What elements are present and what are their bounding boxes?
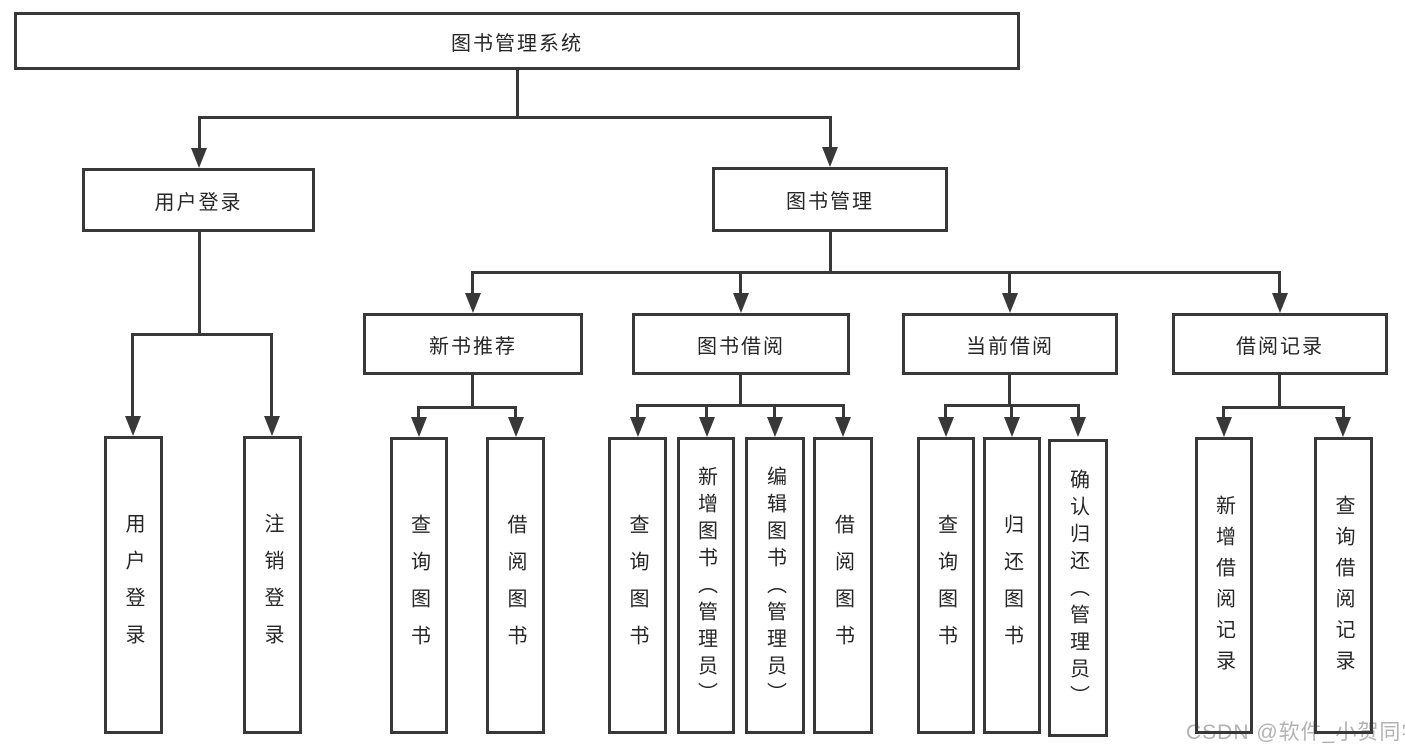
connector	[514, 406, 517, 417]
node-current-borrow: 当前借阅	[902, 313, 1118, 375]
leaf-query-books-1: 查询图书	[390, 437, 448, 734]
connector	[705, 404, 708, 417]
connector	[842, 404, 845, 417]
arrowhead-icon	[938, 417, 954, 437]
arrowhead-icon	[508, 417, 524, 437]
node-new-book-recommend: 新书推荐	[363, 313, 583, 375]
connector	[198, 116, 832, 119]
connector	[829, 116, 832, 147]
connector	[739, 271, 742, 293]
connector	[944, 404, 947, 417]
arrowhead-icon	[767, 417, 783, 437]
connector	[198, 116, 201, 148]
leaf-edit-books-admin: 编辑图书（管理员）	[745, 437, 805, 734]
arrowhead-icon	[1070, 417, 1086, 437]
arrowhead-icon	[411, 417, 427, 437]
connector	[1278, 271, 1281, 293]
node-borrow-records: 借阅记录	[1172, 313, 1388, 375]
connector	[471, 271, 1281, 274]
connector	[739, 375, 742, 406]
leaf-add-books-admin: 新增图书（管理员）	[677, 437, 735, 734]
connector	[1342, 406, 1345, 417]
connector	[417, 406, 420, 417]
node-user-login: 用户登录	[82, 168, 315, 232]
connector	[131, 333, 273, 336]
connector	[1077, 404, 1080, 417]
arrowhead-icon	[699, 417, 715, 437]
connector	[417, 406, 517, 409]
leaf-query-books-3: 查询图书	[917, 437, 975, 734]
leaf-query-books-2: 查询图书	[608, 437, 667, 734]
connector	[1278, 375, 1281, 408]
arrowhead-icon	[1216, 417, 1232, 437]
arrowhead-icon	[630, 417, 646, 437]
connector	[198, 232, 201, 335]
connector	[131, 333, 134, 416]
connector	[270, 333, 273, 416]
connector	[829, 232, 832, 273]
connector	[636, 404, 845, 407]
arrowhead-icon	[1335, 417, 1351, 437]
connector	[636, 404, 639, 417]
leaf-user-login: 用户登录	[104, 436, 163, 734]
arrowhead-icon	[1004, 417, 1020, 437]
leaf-confirm-return-admin: 确认归还（管理员）	[1048, 439, 1108, 737]
leaf-logout: 注销登录	[243, 436, 302, 734]
arrowhead-icon	[1272, 293, 1288, 313]
node-book-borrow: 图书借阅	[632, 313, 850, 375]
leaf-add-borrow-record: 新增借阅记录	[1195, 437, 1253, 734]
leaf-query-borrow-record: 查询借阅记录	[1314, 437, 1373, 734]
connector	[773, 404, 776, 417]
connector	[1010, 404, 1013, 417]
arrowhead-icon	[733, 293, 749, 313]
connector	[471, 375, 474, 408]
connector	[1008, 375, 1011, 406]
arrowhead-icon	[191, 148, 207, 168]
arrowhead-icon	[264, 416, 280, 436]
leaf-borrow-books-1: 借阅图书	[486, 437, 545, 734]
leaf-return-books: 归还图书	[983, 437, 1041, 734]
arrowhead-icon	[465, 293, 481, 313]
connector	[516, 70, 519, 118]
connector	[1008, 271, 1011, 293]
arrowhead-icon	[822, 147, 838, 167]
leaf-borrow-books-2: 借阅图书	[813, 437, 873, 734]
connector	[1222, 406, 1225, 417]
arrowhead-icon	[835, 417, 851, 437]
connector	[1222, 406, 1345, 409]
node-root: 图书管理系统	[14, 12, 1020, 70]
connector	[471, 271, 474, 293]
arrowhead-icon	[125, 416, 141, 436]
arrowhead-icon	[1002, 293, 1018, 313]
node-book-management: 图书管理	[712, 167, 948, 232]
csdn-watermark: CSDN @软件_小贺同学	[1186, 721, 1405, 744]
